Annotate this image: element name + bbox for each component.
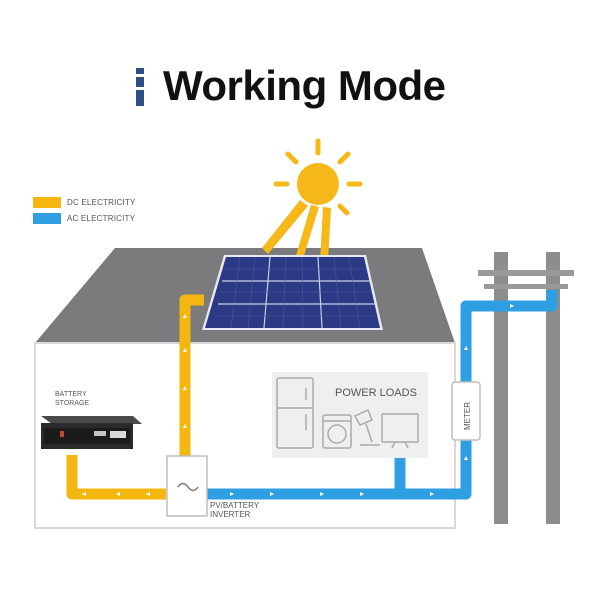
- washing-machine-icon: [322, 414, 352, 449]
- dc-line-battery-inverter: [66, 455, 166, 500]
- flow-arrows: [82, 304, 514, 496]
- page-title: Working Mode: [163, 62, 446, 109]
- legend-item-ac: AC ELECTRICITY: [33, 211, 135, 225]
- ac-line-to-grid: [500, 290, 558, 312]
- inverter-label-line1: PV/BATTERY: [210, 501, 260, 510]
- refrigerator-icon: [276, 377, 314, 449]
- solar-panel-icon: [202, 255, 383, 330]
- legend-label-dc: DC ELECTRICITY: [67, 197, 136, 207]
- battery-label-line2: STORAGE: [55, 400, 89, 407]
- meter-label: METER: [463, 402, 472, 430]
- tv-icon: [381, 413, 419, 449]
- battery-icon: [41, 416, 142, 449]
- dc-line-panel-inverter: [179, 294, 204, 462]
- lamp-icon: [353, 408, 380, 446]
- inverter-icon: [166, 455, 208, 517]
- sun-icon: [262, 138, 363, 262]
- dc-electricity-lines: [66, 294, 204, 500]
- power-loads-label: POWER LOADS: [335, 387, 417, 399]
- title-accent-bars: [136, 68, 144, 106]
- legend-label-ac: AC ELECTRICITY: [67, 213, 136, 223]
- legend-swatch-dc: [33, 196, 61, 208]
- battery-label-line1: BATTERY: [55, 391, 87, 398]
- meter-icon: [451, 381, 481, 441]
- utility-pole-icon: [478, 252, 574, 524]
- inverter-label-line2: INVERTER: [210, 510, 251, 519]
- legend-swatch-ac: [33, 212, 61, 224]
- legend-item-dc: DC ELECTRICITY: [33, 195, 136, 209]
